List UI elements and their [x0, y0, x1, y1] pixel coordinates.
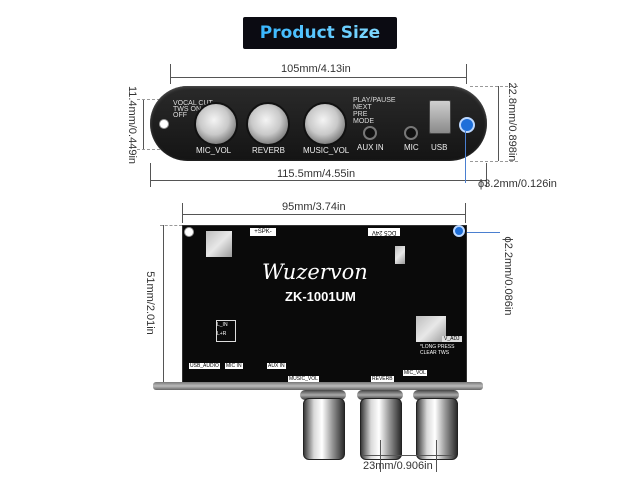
- board-hole-left: [184, 227, 194, 237]
- dim-tick-knob-left: [380, 440, 381, 472]
- dim-line-board-width: [182, 214, 465, 215]
- chip-pad-right: [416, 316, 446, 342]
- panel-height-label: 22.8mm/0.898in: [506, 82, 518, 162]
- input-select-box: L_IN L+R: [216, 320, 236, 342]
- board-knob-reverb[interactable]: [360, 398, 402, 460]
- dim-dash-board-top: [160, 225, 182, 226]
- port-label-usb: USB: [431, 143, 448, 152]
- knob-music-vol[interactable]: [303, 102, 347, 146]
- top-width-label: 105mm/4.13in: [281, 63, 351, 75]
- knob-label-reverb: REVERB: [252, 146, 285, 155]
- dim-tick-total-left: [150, 163, 151, 187]
- dim-line-panel-height: [498, 86, 499, 161]
- port-label-aux-in: AUX IN: [357, 143, 384, 152]
- mount-hole-right: [459, 117, 475, 133]
- mount-bracket: [153, 382, 483, 390]
- board-hole-label: ϕ2.2mm/0.086in: [502, 236, 514, 316]
- dim-line-total-width: [150, 180, 486, 181]
- dim-dash-top: [470, 86, 518, 87]
- board-width-label: 95mm/3.74in: [282, 201, 346, 213]
- hole-offset-label: 11.4mm/0.449in: [126, 85, 138, 165]
- knob-reverb[interactable]: [246, 102, 290, 146]
- dim-line-top-width: [170, 77, 466, 78]
- dim-tick-board-right: [465, 203, 466, 223]
- board-label-mic-in: MIC IN: [225, 363, 243, 369]
- board-label-spk: +SPK-: [254, 229, 272, 235]
- spk-label-box: +SPK-: [250, 228, 276, 236]
- play-label-group: PLAY/PAUSE NEXT PRE MODE: [353, 97, 396, 125]
- dim-tick-total-right: [486, 163, 487, 187]
- dim-dash-hole-top: [137, 99, 165, 100]
- knob-label-music-vol: MUSIC_VOL: [303, 146, 350, 155]
- knob-label-mic-vol: MIC_VOL: [196, 146, 232, 155]
- callout-hole-line: [465, 131, 466, 183]
- board-height-label: 51mm/2.01in: [144, 271, 156, 335]
- dim-dash-hole-bottom: [137, 149, 165, 150]
- knob-spacing-label: 23mm/0.906in: [363, 460, 433, 472]
- board-knob-music-vol[interactable]: [303, 398, 345, 460]
- dim-tick-left: [170, 64, 171, 84]
- mode-label-group: VOCAL CUT TWS ON OFF: [173, 100, 213, 119]
- callout-board-hole-line: [462, 232, 500, 233]
- dim-line-hole-offset: [143, 99, 144, 149]
- knob-collar-reverb: [357, 390, 403, 400]
- dim-dash-bottom: [470, 161, 518, 162]
- chip-pad-top: [206, 231, 232, 257]
- title-banner: Product Size: [243, 17, 397, 49]
- board-label-usb-audio: USB_AUDIO: [189, 363, 220, 369]
- board-knob-mic-vol[interactable]: [416, 398, 458, 460]
- knob-mic-vol[interactable]: [194, 102, 238, 146]
- board-label-dc: DC5 24V: [371, 229, 397, 235]
- port-label-mic: MIC: [404, 143, 419, 152]
- dim-tick-knob-right: [436, 440, 437, 472]
- dim-line-knob-spacing: [362, 455, 454, 456]
- knob-collar-mic: [413, 390, 459, 400]
- hole-diameter-label: ϕ3.2mm/0.126in: [478, 178, 557, 190]
- dc-label-box: DC5 24V: [368, 228, 400, 236]
- board-hole-right: [453, 225, 465, 237]
- board-label-reverb: REVERB: [371, 376, 394, 382]
- page-title: Product Size: [259, 23, 381, 43]
- board-label-music-vol: MUSIC_VOL: [288, 376, 319, 382]
- capacitor: [395, 246, 405, 264]
- total-width-label: 115.5mm/4.55in: [277, 168, 356, 180]
- brand-logo: Wuzervon: [262, 260, 368, 284]
- mount-hole-left: [159, 119, 169, 129]
- dim-line-board-height: [163, 225, 164, 385]
- usb-port[interactable]: [429, 100, 451, 134]
- board-label-vadj: V_ADJ: [442, 336, 462, 342]
- board-label-aux-in: AUX IN: [267, 363, 286, 369]
- aux-in-jack[interactable]: [363, 126, 377, 140]
- board-note: *LONG PRESS CLEAR TWS: [420, 344, 455, 356]
- mic-jack[interactable]: [404, 126, 418, 140]
- dim-tick-right: [466, 64, 467, 84]
- knob-collar-music: [300, 390, 346, 400]
- board-label-mic-vol: MIC_VOL: [403, 370, 427, 376]
- dim-tick-board-left: [182, 203, 183, 223]
- model-number: ZK-1001UM: [285, 289, 356, 304]
